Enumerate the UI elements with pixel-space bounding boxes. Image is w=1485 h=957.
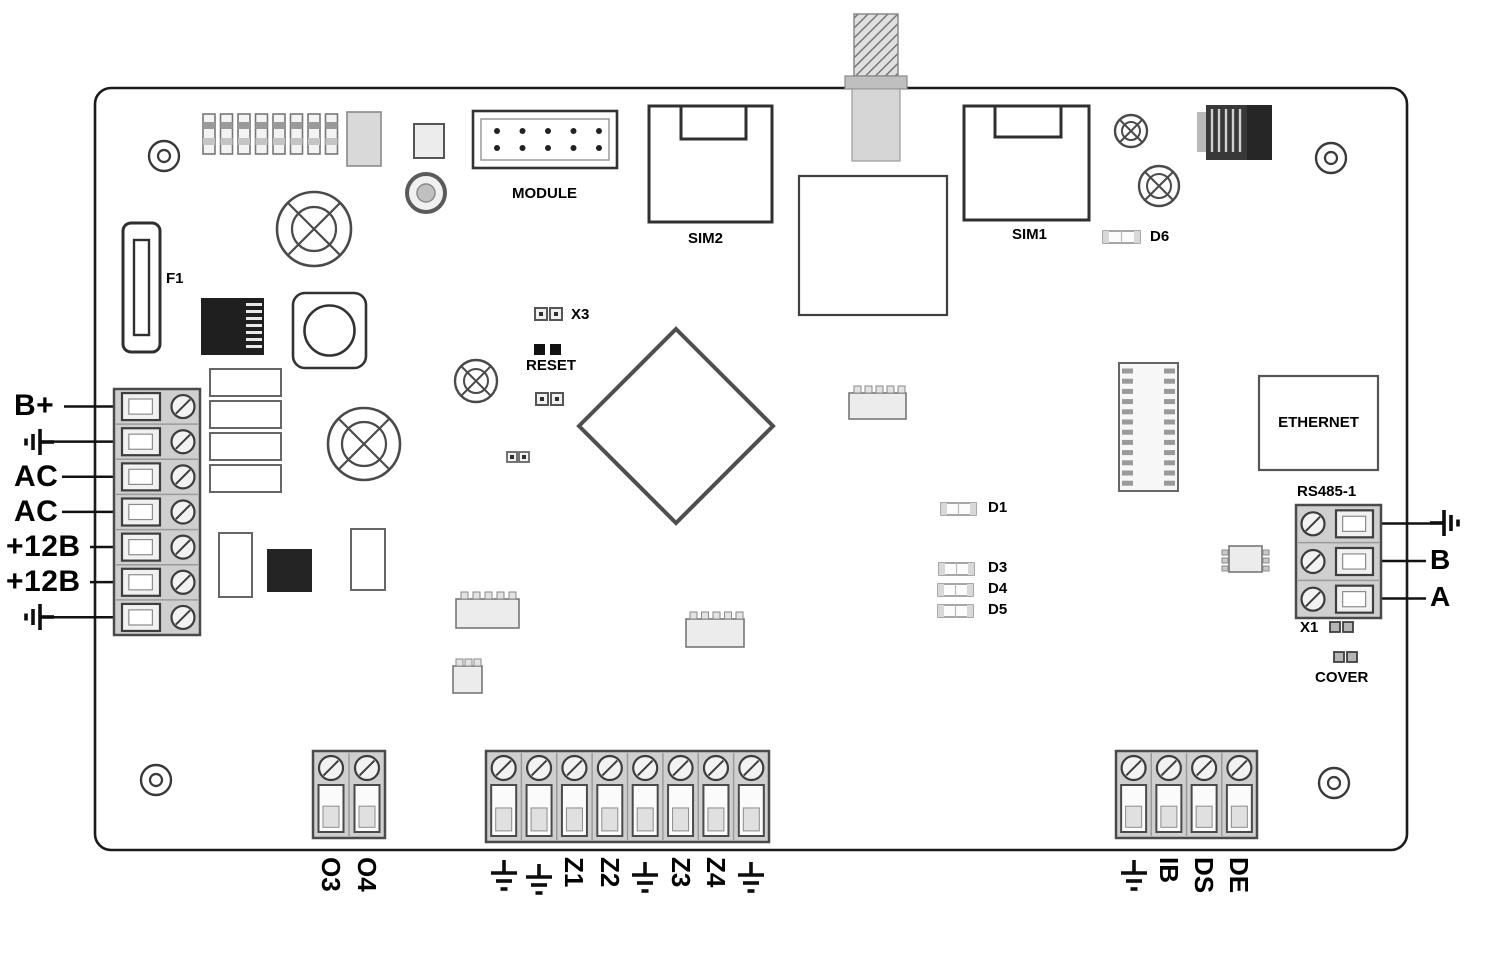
jumper-pads	[535, 392, 564, 406]
terminal-leads-rs485	[1381, 522, 1430, 600]
led-indicator	[937, 604, 974, 618]
terminal-label-z4: Z4	[701, 857, 731, 888]
terminal-block-power	[112, 387, 202, 637]
sim2-holder	[647, 104, 774, 224]
module-connector	[471, 109, 619, 170]
ethernet-connector	[1257, 374, 1380, 472]
cover-tamper-pads	[1333, 651, 1358, 663]
buzzer	[291, 291, 368, 370]
d1-label: D1	[988, 499, 1008, 516]
terminal-label-z3: Z3	[666, 857, 696, 888]
pin-header-stripes	[1210, 109, 1242, 152]
terminal-block-zones	[484, 749, 771, 844]
fuse-f1	[121, 221, 162, 354]
main-chip-diamond	[576, 326, 776, 526]
antenna-connector	[844, 13, 908, 162]
terminal-label-z1: Z1	[559, 857, 589, 888]
earth-ground-icon	[736, 862, 766, 905]
f1-label: F1	[166, 270, 184, 287]
module-label: MODULE	[512, 185, 577, 202]
dip-pins	[1122, 368, 1175, 486]
earth-ground-icon	[16, 602, 54, 637]
terminal-block-bus	[1114, 749, 1259, 840]
ic-pins	[460, 591, 517, 600]
terminal-block-rs485	[1294, 503, 1383, 620]
terminal-leads-left	[54, 405, 114, 619]
soic-ic	[685, 618, 745, 648]
d5-label: D5	[988, 601, 1008, 618]
x3-label: X3	[571, 306, 590, 323]
d6-label: D6	[1150, 228, 1170, 245]
ic-pins	[689, 611, 744, 620]
terminal-label-bplus: B+	[14, 389, 55, 422]
mounting-hole	[1314, 141, 1348, 175]
earth-ground-icon	[630, 862, 660, 905]
test-pads	[506, 451, 530, 463]
screw-head	[453, 358, 499, 404]
soic-ic	[1228, 545, 1263, 573]
soic-ic	[848, 392, 907, 420]
relay-pins	[246, 303, 262, 348]
earth-ground-icon	[489, 860, 519, 903]
ethernet-label: ETHERNET	[1278, 414, 1359, 431]
ic-pins	[455, 658, 482, 667]
module-connector-pins	[494, 128, 602, 151]
screw-head	[1113, 113, 1149, 149]
board-outline	[93, 86, 1409, 852]
jumper-x1-pads	[1329, 621, 1354, 633]
mounting-hole	[1317, 766, 1351, 800]
grommet-ring	[405, 172, 447, 214]
passive-components	[209, 368, 386, 598]
terminal-label-12v-2: +12B	[6, 565, 81, 598]
terminal-label-o4: O4	[352, 857, 382, 892]
terminal-label-ds: DS	[1189, 857, 1219, 894]
small-ic	[452, 665, 483, 694]
earth-ground-icon	[1119, 860, 1149, 903]
led-indicator	[1102, 230, 1141, 244]
terminal-label-ac2: AC	[14, 495, 59, 528]
capacitor	[346, 111, 382, 167]
led-indicator	[940, 502, 977, 516]
small-ic	[413, 123, 445, 159]
pin-header-connector	[1197, 105, 1272, 160]
ic-pins	[853, 385, 906, 394]
gsm-module-shield	[797, 174, 949, 317]
terminal-label-de: DE	[1224, 857, 1254, 894]
terminal-label-ib: IB	[1154, 857, 1184, 883]
terminal-label-a: A	[1430, 581, 1451, 612]
terminal-label-z2: Z2	[595, 857, 625, 888]
earth-ground-icon	[1430, 508, 1468, 543]
terminal-label-o3: O3	[316, 857, 346, 892]
mounting-hole	[147, 139, 181, 173]
d3-label: D3	[988, 559, 1008, 576]
jumper-x3	[534, 307, 563, 321]
rs485-label: RS485-1	[1297, 483, 1357, 500]
screw-head	[1137, 164, 1181, 208]
dip-ic	[1118, 362, 1179, 492]
earth-ground-icon	[16, 427, 54, 462]
cover-label: COVER	[1315, 669, 1369, 686]
led-indicator	[937, 583, 974, 597]
led-indicator	[938, 562, 975, 576]
terminal-label-12v-1: +12B	[6, 530, 81, 563]
sim1-holder	[962, 104, 1091, 222]
mounting-hole	[139, 763, 173, 797]
terminal-label-ac1: AC	[14, 460, 59, 493]
terminal-label-b: B	[1430, 544, 1451, 575]
d4-label: D4	[988, 580, 1008, 597]
sim2-label: SIM2	[688, 230, 724, 247]
ic-pins	[1221, 549, 1270, 572]
earth-ground-icon	[524, 864, 554, 907]
screw-head	[326, 406, 402, 482]
screw-head	[275, 190, 353, 268]
resistor-array	[202, 113, 339, 155]
soic-ic	[455, 598, 520, 629]
sim1-label: SIM1	[1012, 226, 1048, 243]
terminal-block-outputs	[311, 749, 387, 840]
reset-label: RESET	[526, 357, 577, 374]
reset-pads	[534, 344, 561, 355]
x1-label: X1	[1300, 619, 1319, 636]
